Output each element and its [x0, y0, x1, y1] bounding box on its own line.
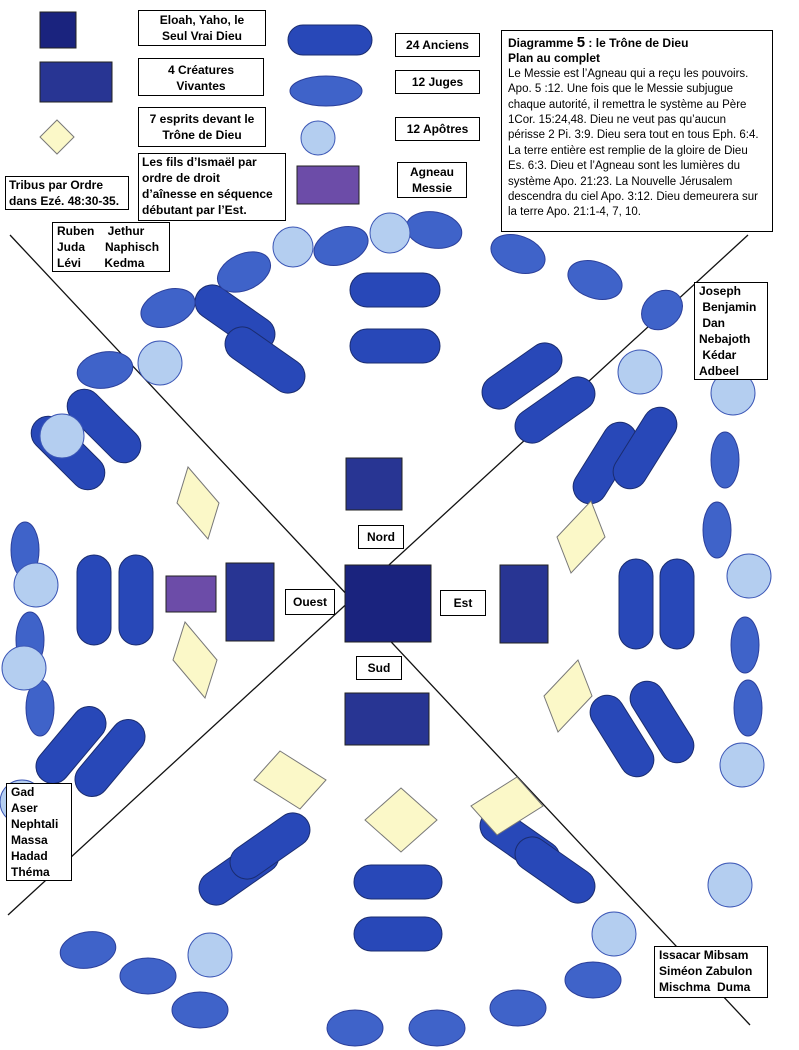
tribes-south-west: Gad Aser Nephtali Massa Hadad Théma [6, 783, 72, 881]
elder-pill [629, 680, 695, 764]
judge-ellipse [710, 431, 740, 489]
apostle-circle [719, 742, 765, 788]
judge-ellipse [408, 1009, 466, 1047]
tribes-south-east: Issacar Mibsam Siméon Zabulon Mischma Du… [654, 946, 768, 998]
diagram-subtitle: Plan au complet [508, 51, 601, 66]
apostle-circle [39, 413, 85, 459]
throne-rect [344, 564, 432, 643]
elder-pill [74, 719, 146, 797]
tribes-north-east: Joseph Benjamin Dan Nebajoth Kédar Adbee… [694, 282, 768, 380]
judge-ellipse [59, 931, 117, 969]
judge-ellipse [490, 234, 546, 274]
legend-elders-label: 24 Anciens [395, 33, 480, 57]
apostle-circle [617, 349, 663, 395]
legend-lamb-label: Agneau Messie [397, 162, 467, 198]
lamb-rect [296, 165, 360, 205]
elder-pill [287, 24, 373, 56]
elder-pill [229, 812, 311, 880]
judge-ellipse [730, 616, 760, 674]
elder-pill [76, 554, 112, 646]
spirit-diamond [364, 787, 438, 853]
tribes-north-west: Ruben Jethur Juda Naphisch Lévi Kedma [52, 222, 170, 272]
legend-judges-label: 12 Juges [395, 70, 480, 94]
spirit-diamond [253, 750, 327, 810]
direction-north: Nord [358, 525, 404, 549]
apostle-circle [591, 911, 637, 957]
elder-pill [514, 836, 596, 904]
direction-east: Est [440, 590, 486, 616]
elder-pill [118, 554, 154, 646]
apostle-circle [1, 645, 47, 691]
legend-tribes-label: Tribus par Ordre dans Ezé. 48:30-35. [5, 176, 129, 210]
judge-ellipse [564, 961, 622, 999]
spirit-diamond [172, 620, 218, 700]
elder-pill [481, 342, 563, 410]
spirit-diamond [556, 500, 606, 574]
direction-south: Sud [356, 656, 402, 680]
judge-ellipse [119, 957, 177, 995]
legend-throne-label: Eloah, Yaho, le Seul Vrai Dieu [138, 10, 266, 46]
legend-ishmael-label: Les fils d’Ismaël par ordre de droit d’a… [138, 153, 286, 221]
elder-pill [353, 864, 443, 900]
elder-pill [618, 558, 654, 650]
diagram-title: Diagramme 5 : le Trône de Dieu [508, 34, 689, 51]
elder-pill [35, 706, 107, 784]
apostle-circle [369, 212, 411, 254]
apostle-circle [726, 553, 772, 599]
elder-pill [612, 406, 678, 490]
judge-ellipse [171, 991, 229, 1029]
elder-pill [353, 916, 443, 952]
lamb-rect [165, 575, 217, 613]
creature-rect [39, 61, 113, 103]
judge-ellipse [326, 1009, 384, 1047]
apostle-circle [272, 226, 314, 268]
creature-rect [344, 692, 430, 746]
judge-ellipse [702, 501, 732, 559]
judge-ellipse [289, 75, 363, 107]
apostle-circle [300, 120, 336, 156]
description-text: Le Messie est l’Agneau qui a reçu les po… [508, 67, 759, 219]
apostle-circle [187, 932, 233, 978]
direction-west: Ouest [285, 589, 335, 615]
spirit-diamond [39, 119, 75, 155]
elder-pill [349, 328, 441, 364]
judge-ellipse [313, 226, 369, 266]
elder-pill [66, 388, 142, 464]
spirit-diamond [470, 776, 544, 836]
apostle-circle [13, 562, 59, 608]
apostle-circle [137, 340, 183, 386]
judge-ellipse [140, 288, 196, 328]
judge-ellipse [76, 351, 134, 389]
creature-rect [499, 564, 549, 644]
judge-ellipse [641, 289, 683, 331]
judge-ellipse [217, 251, 271, 293]
elder-pill [589, 694, 655, 778]
spirit-diamond [176, 465, 220, 541]
legend-apostles-label: 12 Apôtres [395, 117, 480, 141]
legend-spirits-label: 7 esprits devant le Trône de Dieu [138, 107, 266, 147]
throne-rect [39, 11, 77, 49]
judge-ellipse [405, 211, 463, 249]
judge-ellipse [733, 679, 763, 737]
creature-rect [225, 562, 275, 642]
judge-ellipse [489, 989, 547, 1027]
elder-pill [514, 376, 596, 444]
elder-pill [349, 272, 441, 308]
elder-pill [659, 558, 695, 650]
judge-ellipse [567, 260, 623, 300]
spirit-diamond [543, 659, 593, 733]
apostle-circle [707, 862, 753, 908]
elder-pill [224, 326, 306, 394]
diagram-shapes [0, 11, 772, 1047]
description-box: Diagramme 5 : le Trône de Dieu Plan au c… [501, 30, 773, 232]
creature-rect [345, 457, 403, 511]
legend-creatures-label: 4 Créatures Vivantes [138, 58, 264, 96]
